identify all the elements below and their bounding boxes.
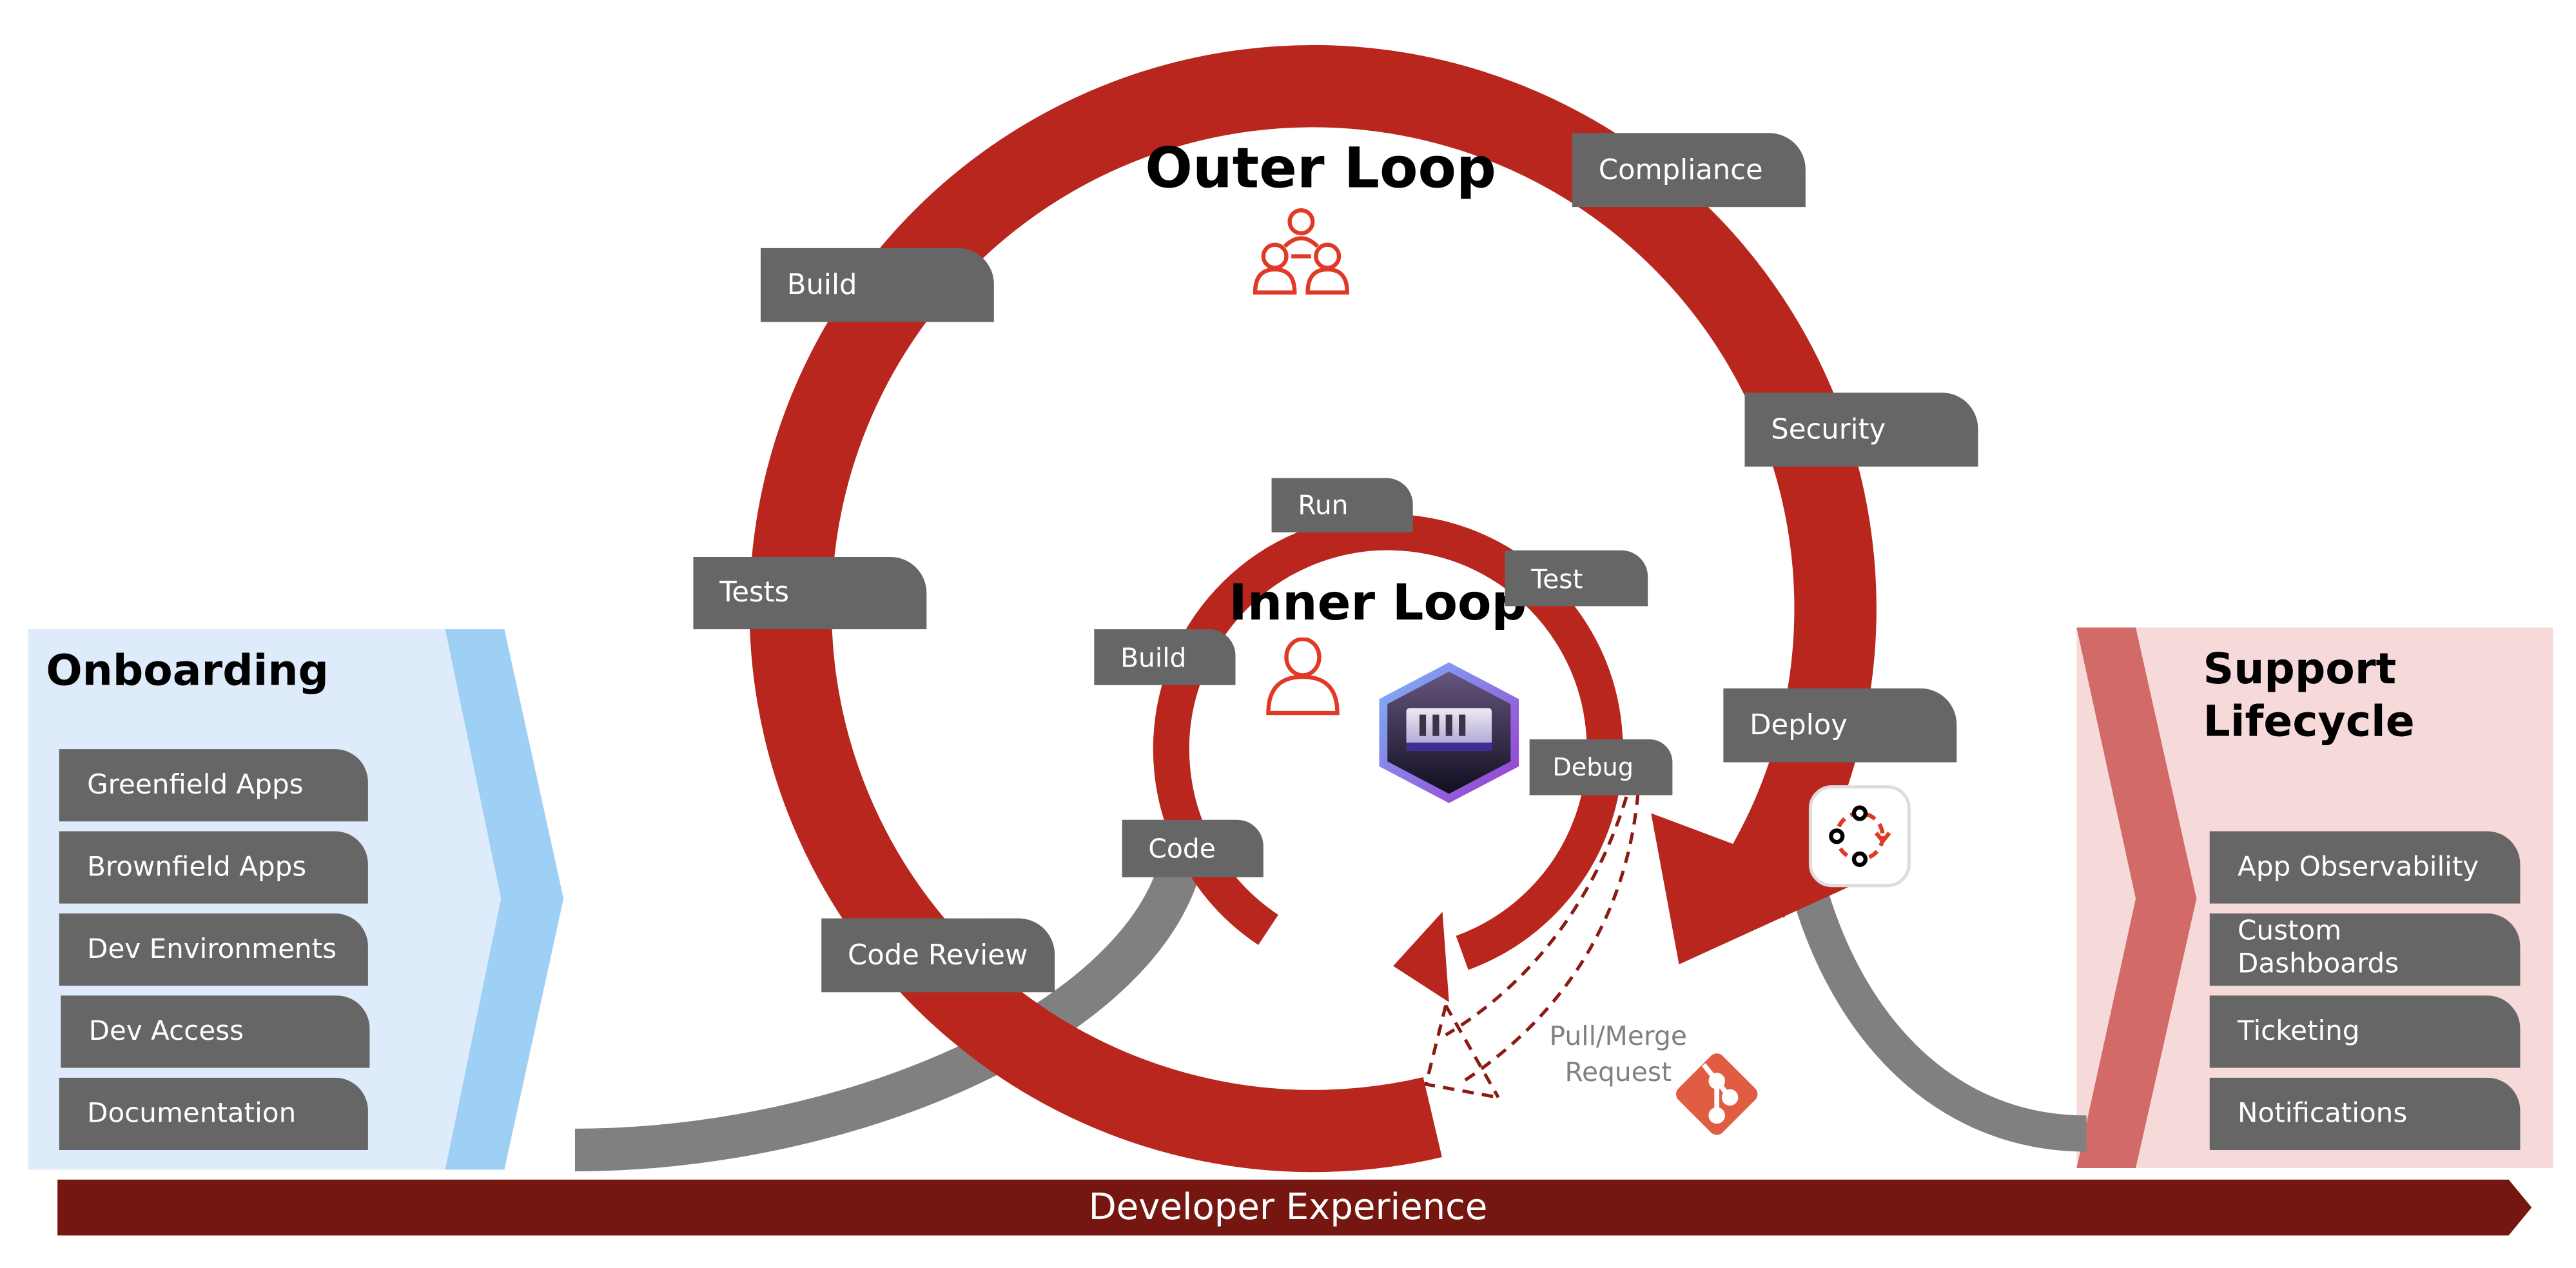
support-item-notifications[interactable]: Notifications — [2209, 1077, 2521, 1150]
inner-stage-run[interactable]: Run — [1271, 478, 1413, 532]
right-grey-arc — [1786, 866, 2087, 1152]
container-hexagon-icon — [1379, 662, 1519, 803]
outer-stage-compliance[interactable]: Compliance — [1572, 133, 1806, 208]
support-lifecycle-title: Support Lifecycle — [2203, 644, 2415, 749]
pull-merge-label-line2: Request — [1565, 1056, 1672, 1088]
inner-loop-arrowhead — [1393, 912, 1449, 1002]
developer-experience-label: Developer Experience — [1088, 1187, 1488, 1229]
onboarding-title: Onboarding — [46, 647, 329, 697]
support-item-custom-dashboards[interactable]: Custom Dashboards — [2209, 913, 2521, 986]
workflow-cycle-button — [1808, 785, 1911, 888]
git-icon — [1675, 1053, 1758, 1135]
pull-merge-label-line1: Pull/Merge — [1549, 1020, 1687, 1052]
inner-stage-code[interactable]: Code — [1122, 819, 1264, 877]
inner-stage-build[interactable]: Build — [1094, 629, 1236, 685]
onboarding-item-dev-environments[interactable]: Dev Environments — [59, 913, 368, 986]
outer-loop-title: Outer Loop — [1145, 136, 1497, 202]
outer-stage-code-review[interactable]: Code Review — [821, 918, 1055, 993]
outer-stage-tests[interactable]: Tests — [693, 556, 927, 630]
pull-merge-request-label: Pull/Merge Request — [1512, 1019, 1725, 1091]
outer-stage-deploy[interactable]: Deploy — [1723, 688, 1957, 763]
onboarding-item-brownfield-apps[interactable]: Brownfield Apps — [59, 831, 368, 904]
onboarding-item-dev-access[interactable]: Dev Access — [61, 995, 370, 1068]
workflow-cycle-icon — [1829, 805, 1891, 867]
support-title-line2: Lifecycle — [2203, 698, 2415, 748]
left-grey-arc — [574, 849, 1204, 1172]
inner-loop-title: Inner Loop — [1229, 574, 1527, 633]
inner-stage-debug[interactable]: Debug — [1529, 739, 1673, 795]
outer-stage-build[interactable]: Build — [760, 248, 994, 322]
developer-experience-banner — [57, 1179, 2532, 1236]
support-item-app-observability[interactable]: App Observability — [2209, 831, 2521, 904]
support-item-ticketing[interactable]: Ticketing — [2209, 995, 2521, 1068]
inner-loop-ring — [1153, 514, 1623, 970]
support-chevron — [2076, 627, 2197, 1168]
onboarding-item-documentation[interactable]: Documentation — [59, 1077, 368, 1150]
onboarding-item-greenfield-apps[interactable]: Greenfield Apps — [59, 749, 368, 822]
person-icon — [1266, 637, 1340, 716]
pr-dashed-lines — [1423, 793, 1640, 1099]
team-icon — [1253, 208, 1349, 295]
outer-loop-arrowhead — [1651, 813, 1849, 964]
outer-stage-security[interactable]: Security — [1744, 393, 1978, 467]
onboarding-chevron — [445, 629, 564, 1170]
inner-stage-test[interactable]: Test — [1505, 550, 1648, 607]
support-title-line1: Support — [2203, 645, 2397, 696]
